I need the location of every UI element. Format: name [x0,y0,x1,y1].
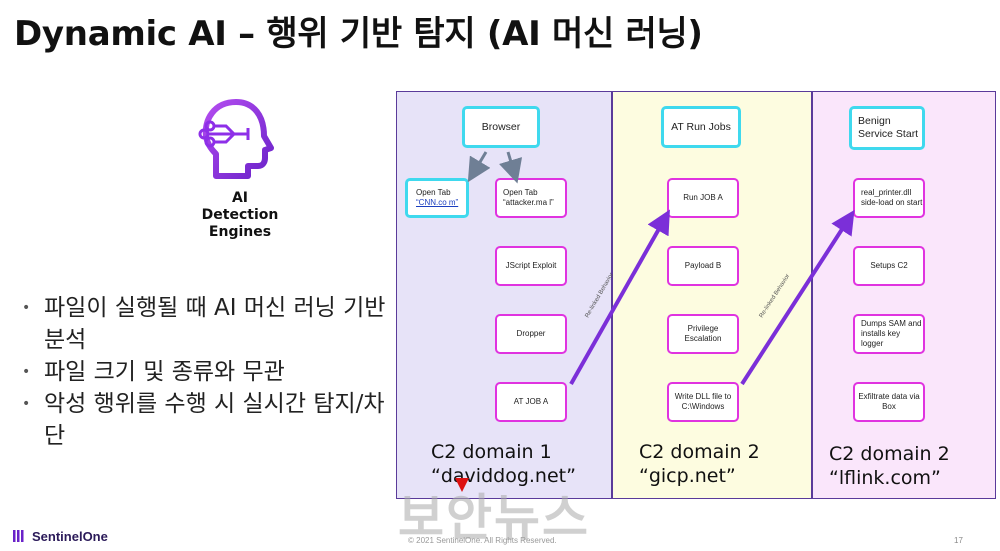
open-tab-attacker-box: Open Tab “attacker.ma l” [495,178,567,218]
jscript-exploit-box: JScript Exploit [495,246,567,286]
dumps-sam-box: Dumps SAM and installs key logger [853,314,925,354]
c2-domain-2-panel: AT Run Jobs Run JOB A Payload B Privileg… [612,91,812,499]
browser-box: Browser [462,106,540,148]
brand-name: SentinelOne [32,528,108,544]
privilege-escalation-box: Privilege Escalation [667,314,739,354]
exfiltrate-data-box: Exfiltrate data via Box [853,382,925,422]
browser-to-cnn-arrow [467,151,491,183]
c2-domain-2-value: “gicp.net” [639,465,736,487]
c2-domain-3-label: C2 domain 2 [829,443,950,465]
cnn-link: “CNN.co m” [416,198,459,207]
run-job-box: Run JOB A [667,178,739,218]
real-printer-dll-box: real_printer.dll side-load on start [853,178,925,218]
bullet-list: 파일이 실행될 때 AI 머신 러닝 기반 분석 파일 크기 및 종류와 무관 … [20,292,390,452]
sentinelone-icon [13,530,24,542]
c2-domain-1-label: C2 domain 1 [431,441,552,463]
bullet-item: 파일이 실행될 때 AI 머신 러닝 기반 분석 [20,292,390,356]
copyright-text: © 2021 SentinelOne. All Rights Reserved. [408,536,557,545]
ai-detection-engines-label: AI Detection Engines [201,190,279,240]
c2-domain-3-panel: Benign Service Start real_printer.dll si… [812,91,996,499]
at-run-jobs-box: AT Run Jobs [661,106,741,148]
browser-to-attacker-arrow [499,151,523,184]
c2-domain-2-label: C2 domain 2 [639,441,760,463]
c2-domain-3-value: “lflink.com” [829,467,941,489]
open-tab-cnn-box: Open Tab“CNN.co m” [405,178,469,218]
watermark-mark [455,478,469,492]
payload-box: Payload B [667,246,739,286]
sentinelone-logo: SentinelOne [12,528,108,544]
ai-brain-head-icon [198,99,274,179]
watermark: 보안뉴스 [398,489,590,547]
page-number: 17 [954,536,963,545]
bullet-item: 파일 크기 및 종류와 무관 [20,356,390,388]
at-job-box: AT JOB A [495,382,567,422]
slide-title: Dynamic AI – 행위 기반 탐지 (AI 머신 러닝) [14,14,703,54]
relinked-arrow-2 [740,209,855,386]
setups-c2-box: Setups C2 [853,246,925,286]
dropper-box: Dropper [495,314,567,354]
relinked-arrow-1 [569,209,670,385]
benign-service-start-box: Benign Service Start [849,106,925,150]
write-dll-box: Write DLL file to C:\Windows [667,382,739,422]
bullet-item: 악성 행위를 수행 시 실시간 탐지/차단 [20,388,390,452]
